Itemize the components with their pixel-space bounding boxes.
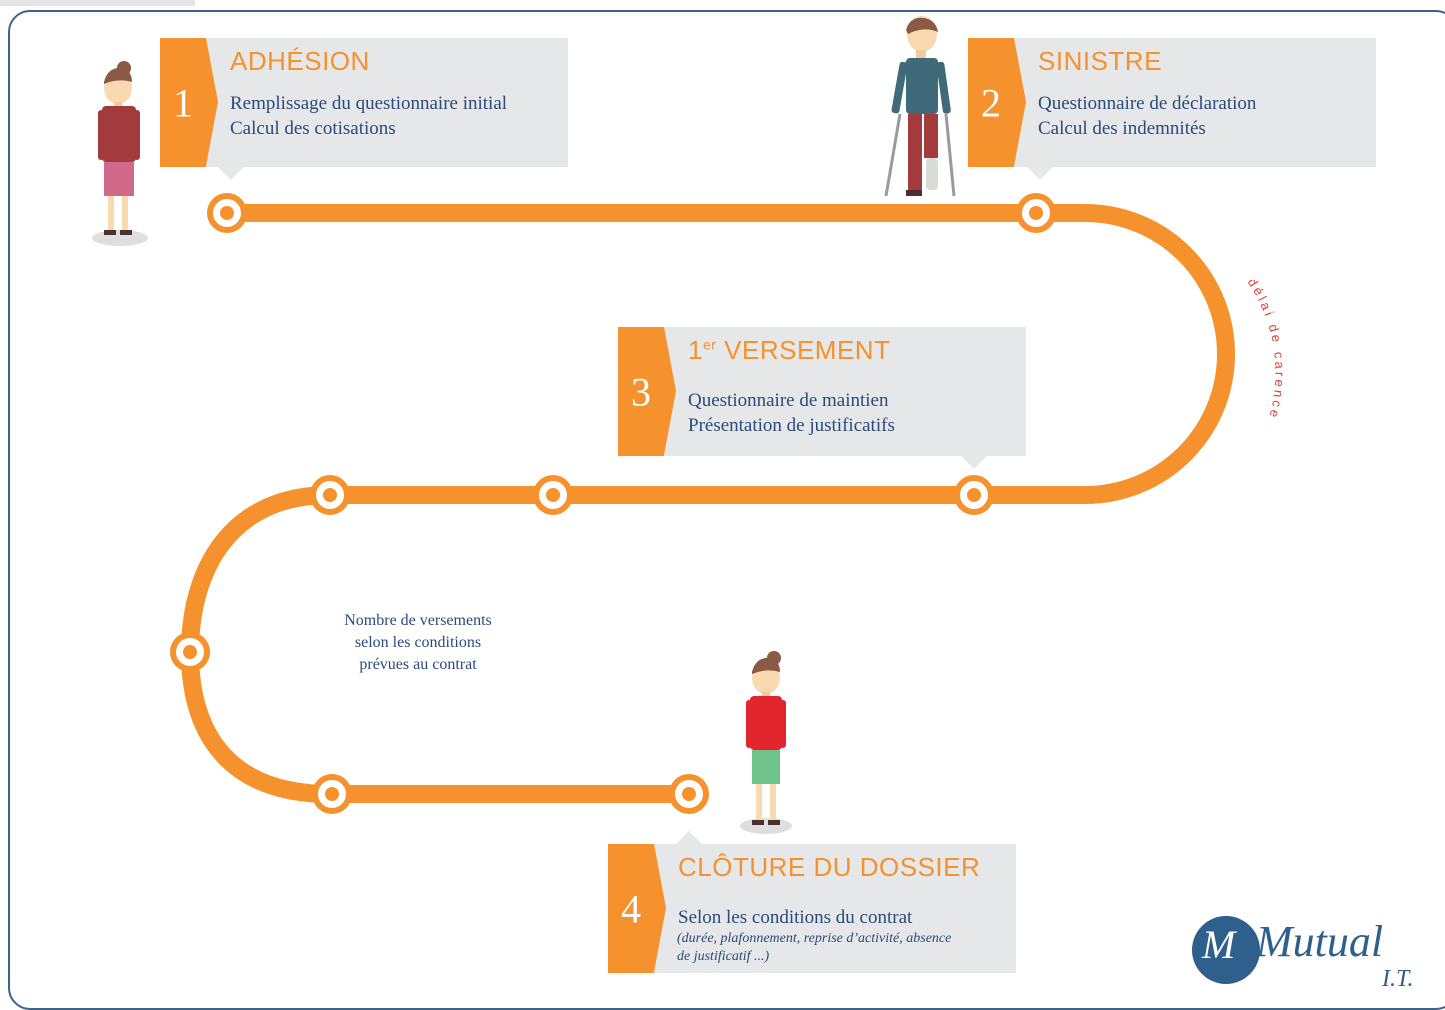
step-content-box bbox=[664, 327, 1026, 456]
note-line: prévues au contrat bbox=[359, 656, 477, 673]
person-cloture-icon bbox=[740, 651, 792, 834]
person-sinistre-icon bbox=[884, 16, 956, 197]
step-title: 1er VERSEMENT bbox=[688, 335, 890, 366]
step-pointer bbox=[1027, 167, 1053, 180]
step-line: Selon les conditions du contrat bbox=[678, 907, 913, 928]
logo-suffix: I.T. bbox=[1381, 966, 1414, 990]
title-prefix: 1 bbox=[688, 335, 703, 365]
svg-text:délai de carence: délai de carence bbox=[1245, 280, 1288, 422]
step-line: Questionnaire de déclaration bbox=[1038, 93, 1257, 114]
timeline-path bbox=[181, 204, 1235, 803]
logo-text: Mutual bbox=[1255, 917, 1383, 966]
step-line: Calcul des cotisations bbox=[230, 118, 396, 139]
step-versement: 3 1er VERSEMENT Questionnaire de maintie… bbox=[618, 327, 1026, 456]
chevron-shape bbox=[206, 38, 218, 166]
note-line: selon les conditions bbox=[354, 634, 482, 651]
step-cloture: 4 CLÔTURE DU DOSSIER Selon les condition… bbox=[608, 844, 1016, 973]
note-line: Nombre de versements bbox=[344, 612, 492, 629]
title-text: VERSEMENT bbox=[724, 335, 891, 365]
step-number-box: 3 bbox=[618, 327, 664, 456]
step-adhesion: 1 ADHÉSION Remplissage du questionnaire … bbox=[160, 38, 568, 167]
step-number: 4 bbox=[621, 886, 641, 931]
step-pointer bbox=[961, 456, 987, 469]
chevron-shape bbox=[664, 327, 676, 455]
top-tab-decoration bbox=[0, 0, 195, 6]
step-line: Remplissage du questionnaire initial bbox=[230, 93, 508, 114]
mutual-it-logo: M Mutual I.T. bbox=[1190, 900, 1430, 992]
step-title: SINISTRE bbox=[1038, 46, 1162, 76]
step-number-box: 4 bbox=[608, 844, 654, 973]
step-number: 2 bbox=[981, 80, 1001, 125]
carence-text: délai de carence bbox=[1245, 280, 1285, 422]
payments-note: Nombre de versements selon les condition… bbox=[308, 610, 528, 676]
step-title: ADHÉSION bbox=[230, 46, 370, 76]
step-note: (durée, plafonnement, reprise d’activité… bbox=[677, 931, 952, 946]
chevron-shape bbox=[654, 844, 666, 972]
milestone-dot-centers bbox=[183, 206, 1043, 801]
step-sinistre: 2 SINISTRE Questionnaire de déclaration … bbox=[968, 38, 1376, 167]
step-number-box: 2 bbox=[968, 38, 1014, 167]
step-line: Calcul des indemnités bbox=[1038, 118, 1206, 139]
step-content-box bbox=[1014, 38, 1376, 167]
step-number: 1 bbox=[173, 80, 193, 125]
title-superscript: er bbox=[702, 336, 717, 353]
step-content-box bbox=[654, 844, 1016, 973]
step-pointer bbox=[218, 167, 244, 180]
step-note: de justificatif ...) bbox=[677, 949, 770, 964]
step-content-box bbox=[206, 38, 568, 167]
person-adhesion-icon bbox=[92, 61, 148, 246]
carence-label: délai de carence bbox=[1245, 280, 1288, 422]
step-number-box: 1 bbox=[160, 38, 206, 167]
chevron-shape bbox=[1014, 38, 1026, 166]
logo-mark: M bbox=[1201, 922, 1238, 967]
step-number: 3 bbox=[631, 369, 651, 414]
step-line: Présentation de justificatifs bbox=[688, 415, 895, 436]
step-pointer bbox=[676, 831, 702, 844]
step-title: CLÔTURE DU DOSSIER bbox=[678, 852, 981, 882]
step-line: Questionnaire de maintien bbox=[688, 390, 889, 411]
